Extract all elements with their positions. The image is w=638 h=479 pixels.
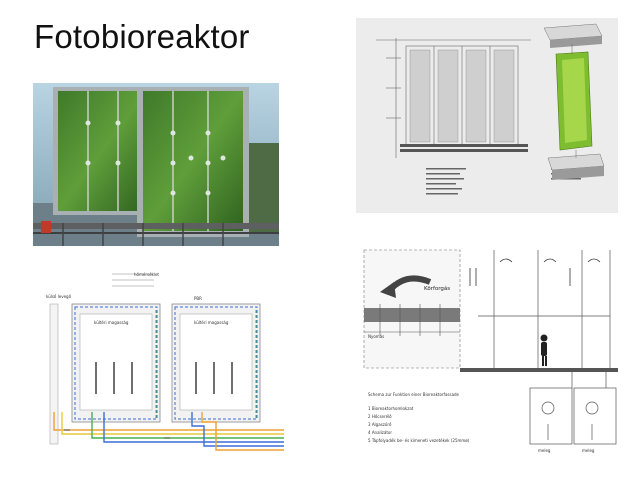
slide-title: Fotobioreaktor [34,18,250,55]
photobioreactor-photo [33,83,279,246]
label-homerseklet: hőmérséklet [134,272,159,277]
legend-item: 2 Hőcserélő [368,414,392,419]
legend-item: 4 Analizátor [368,430,392,435]
legend-title: Schema zur Funktion einer Bioreaktorfass… [368,392,460,397]
facade-function-diagram: Körforgás Nyomás [360,246,618,458]
label-alga-left: kültéri magasság [94,320,129,325]
label-meleg-left: meleg [538,448,551,453]
hvac-schematic: külső levegő kültéri magasság kültéri ma… [44,262,290,454]
legend-item: 5 Tápfolyadék be- és kimeneti vezetékek … [368,438,470,443]
legend-item: 3 Algaszűrő [368,422,392,427]
label-meleg-right: meleg [582,448,595,453]
technical-drawing [356,18,618,213]
label-pbr: PBR [194,296,202,301]
label-korforgas: Körforgás [424,285,450,292]
label-nyomas: Nyomás [368,334,384,339]
label-alga-right: kültéri magasság [194,320,229,325]
legend-item: 1 Bioreaktorhomlokzat [368,406,414,411]
label-kulso-levego: külső levegő [46,294,72,299]
legend-list: 1 Bioreaktorhomlokzat 2 Hőcserélő 3 Alga… [368,406,470,443]
